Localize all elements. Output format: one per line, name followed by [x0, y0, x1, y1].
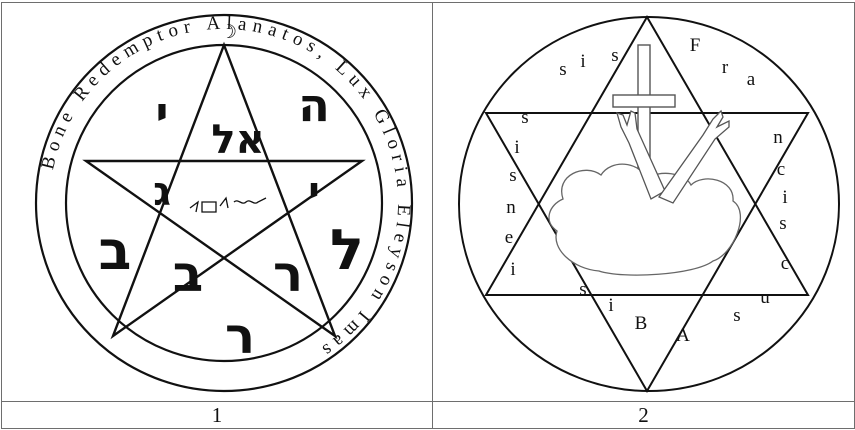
figure-1-cell: Bone Redemptor Alanatos, Lux Gloria Eley… [2, 3, 433, 402]
hebrew-letter-bottom-left: ב [173, 245, 204, 303]
pentagram-seal-figure: Bone Redemptor Alanatos, Lux Gloria Eley… [2, 3, 432, 401]
center-hebrew-el: אל [211, 117, 264, 163]
star-letter: A [676, 325, 690, 346]
star-letter: s [509, 165, 516, 186]
star-letter: c [781, 253, 789, 274]
figure-2-label: 2 [433, 402, 855, 429]
star-letter: r [722, 57, 729, 78]
star-letter: i [608, 295, 613, 316]
star-letter: c [777, 159, 785, 180]
hebrew-letter-left-upper: ג [153, 169, 171, 215]
star-letter: i [510, 259, 515, 280]
hebrew-letter-top-left: י [156, 88, 169, 139]
star-letter: s [611, 45, 618, 66]
star-letter: u [760, 287, 770, 308]
star-letter: a [747, 69, 756, 90]
star-letter: i [514, 137, 519, 158]
star-letter: e [505, 227, 513, 248]
star-letter: F [690, 35, 701, 56]
star-letter: n [506, 197, 516, 218]
hebrew-letter-bottom-right: ר [273, 245, 303, 303]
star-letter: s [521, 107, 528, 128]
hebrew-letter-bottom: ר [225, 307, 255, 365]
moon-icon: ☽ [220, 22, 237, 43]
hebrew-letter-right-upper: י [308, 169, 320, 215]
star-letter: s [559, 59, 566, 80]
hebrew-letter-left: ב [99, 219, 132, 282]
star-letter: s [779, 213, 786, 234]
star-letter: i [782, 187, 787, 208]
hebrew-letter-right: ל [330, 218, 364, 283]
star-letter: s [733, 305, 740, 326]
star-letter: s [579, 279, 586, 300]
star-letter: i [580, 51, 585, 72]
star-letter: B [635, 313, 648, 334]
center-sigil-inscription [190, 198, 266, 212]
figure-1-label: 1 [2, 402, 433, 429]
star-letter: n [773, 127, 783, 148]
hebrew-letter-top-right: ה [298, 78, 330, 132]
